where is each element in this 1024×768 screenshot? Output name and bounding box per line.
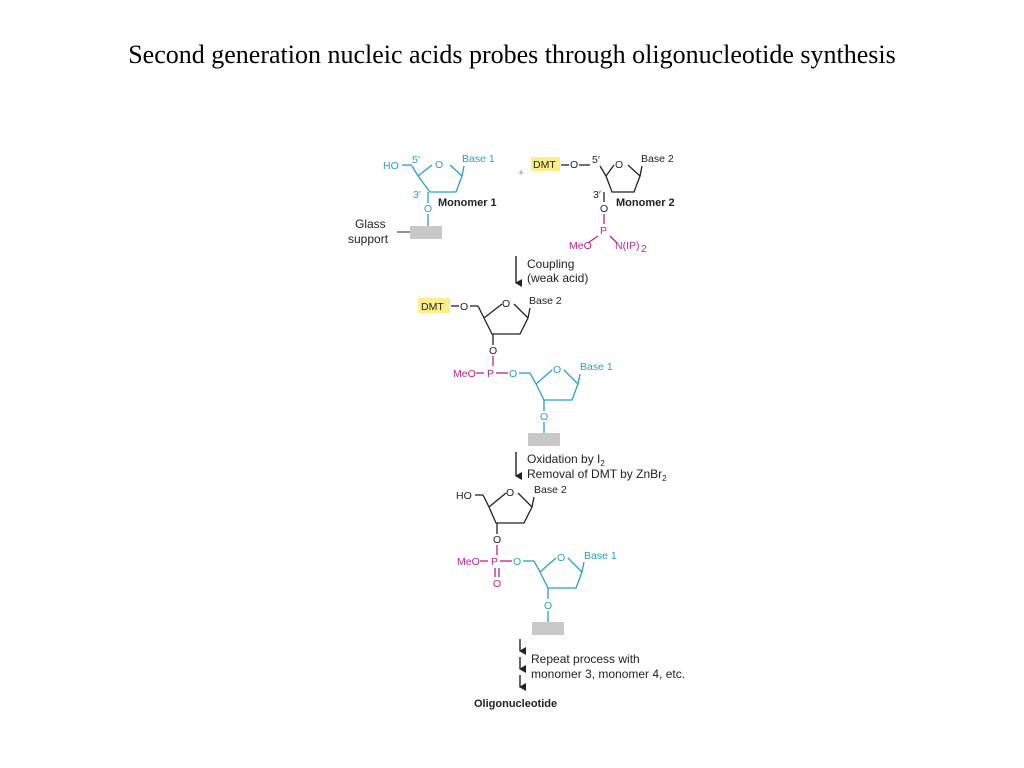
- meo-label-2: MeO: [453, 368, 476, 380]
- nip-subscript: 2: [641, 243, 647, 255]
- o-5prime: O: [570, 159, 578, 171]
- pos5-label-2: 5′: [592, 154, 600, 166]
- p-atom-2: P: [487, 368, 494, 380]
- pos5-label: 5′: [412, 154, 420, 166]
- o-link-3: O: [513, 556, 521, 568]
- dimer1-top-sugar: O O Base 2 O: [451, 295, 562, 366]
- ho-label-2: HO: [456, 490, 472, 502]
- dmt-label: DMT: [533, 159, 556, 171]
- glass-support-3: [532, 622, 564, 635]
- pos3-label-2: 3′: [593, 189, 601, 201]
- o-dimer2-3: O: [493, 534, 501, 546]
- o-support-2: O: [540, 411, 548, 423]
- coupling-line1: Coupling: [527, 257, 574, 271]
- sugar-ring-2: [605, 164, 641, 193]
- page-title: Second generation nucleic acids probes t…: [128, 40, 896, 69]
- o-double-bond: O: [493, 578, 501, 590]
- repeat-line1: Repeat process with: [531, 652, 640, 666]
- plus-sign: +: [518, 167, 524, 179]
- oligonucleotide-label: Oligonucleotide: [474, 698, 557, 710]
- ring-oxygen-6: O: [557, 552, 565, 564]
- dimer1-phosphite: MeO P: [453, 368, 508, 380]
- support-label: support: [348, 232, 389, 246]
- oxidation-text: Oxidation by I: [527, 452, 600, 466]
- ho-label: HO: [383, 160, 399, 172]
- o-dimer1: O: [460, 301, 468, 313]
- dimer2-bottom-sugar: O O Base 1 O: [513, 550, 617, 622]
- monomer-1: HO 5′ O Base 1 3′ O: [383, 153, 495, 226]
- base1-label-3: Base 1: [584, 550, 617, 562]
- dimer2-top-sugar: HO O Base 2 O: [456, 484, 567, 555]
- ring-oxygen: O: [435, 159, 443, 171]
- sugar-ring: [417, 164, 463, 193]
- o-link-2: O: [509, 368, 517, 380]
- o-link: O: [424, 203, 432, 215]
- base1-label: Base 1: [462, 153, 495, 165]
- monomer1-label: Monomer 1: [438, 197, 497, 209]
- base1-label-2: Base 1: [580, 361, 613, 373]
- dimer2-phosphate: MeO P O: [457, 556, 512, 590]
- ring-oxygen-4: O: [553, 364, 561, 376]
- oxidation-line: Oxidation by I2: [527, 452, 605, 468]
- dmt-highlight: [531, 157, 560, 171]
- dmt-highlight-2: [418, 298, 450, 313]
- dmt-label-2: DMT: [421, 301, 444, 313]
- repeat-line2: monomer 3, monomer 4, etc.: [531, 667, 685, 681]
- dimer1-bottom-sugar: O O Base 1 O: [509, 361, 613, 433]
- p-atom-3: P: [491, 556, 498, 568]
- o-3prime: O: [600, 203, 608, 215]
- ring-oxygen-5: O: [506, 487, 514, 499]
- pos3-label: 3′: [413, 189, 421, 201]
- o-dimer1-3: O: [489, 345, 497, 357]
- p-atom: P: [600, 225, 607, 237]
- meo-label: MeO: [569, 240, 592, 252]
- base2-label-2: Base 2: [529, 295, 562, 307]
- base2-label: Base 2: [641, 153, 674, 165]
- base2-label-3: Base 2: [534, 484, 567, 496]
- o-support-3: O: [544, 600, 552, 612]
- removal-subscript: 2: [662, 474, 667, 483]
- coupling-line2: (weak acid): [527, 271, 588, 285]
- removal-text: Removal of DMT by ZnBr: [527, 467, 662, 481]
- meo-label-3: MeO: [457, 556, 480, 568]
- monomer2-label: Monomer 2: [616, 197, 675, 209]
- glass-support-2: [528, 433, 560, 446]
- glass-support: [410, 226, 442, 239]
- ring-oxygen-2: O: [615, 159, 623, 171]
- phosphoramidite: P MeO N(IP) 2: [569, 225, 647, 255]
- monomer-2: O 5′ O Base 2 3′ O: [561, 153, 674, 224]
- removal-line: Removal of DMT by ZnBr2: [527, 467, 667, 483]
- nip-label: N(IP): [615, 240, 640, 252]
- glass-label: Glass: [355, 217, 386, 231]
- ring-oxygen-3: O: [502, 298, 510, 310]
- oxidation-subscript: 2: [600, 459, 605, 468]
